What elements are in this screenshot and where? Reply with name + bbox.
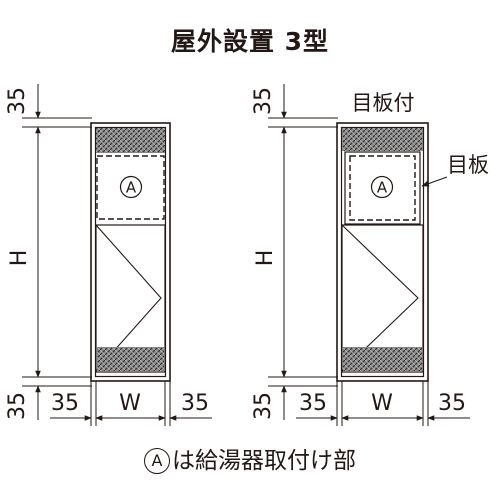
right-vertical-dimension (268, 84, 338, 420)
right-top-dim: 35 (251, 87, 276, 115)
right-heater-area (349, 155, 416, 221)
right-cover-plate (344, 151, 421, 225)
left-drawing (22, 84, 212, 426)
right-horizontal-dimension (296, 381, 470, 426)
left-bottom-dim: 35 (5, 392, 30, 420)
left-horizontal-dimension (50, 381, 212, 426)
footnote-marker: A (144, 448, 170, 474)
right-door-swing (341, 224, 419, 372)
right-width-dim: W (371, 391, 393, 416)
right-bottom-louvre (343, 347, 422, 371)
left-height-dim: H (7, 250, 32, 267)
left-heater-marker: A (126, 179, 137, 197)
left-outer-frame (90, 122, 171, 382)
left-heater-marker-circle (119, 175, 143, 199)
left-left-dim: 35 (51, 391, 79, 416)
right-heater-marker-circle (370, 175, 394, 199)
left-width-dim: W (119, 391, 141, 416)
left-heater-area (96, 155, 165, 220)
right-right-dim: 35 (438, 391, 466, 416)
left-inner-frame (94, 126, 167, 378)
footnote-text: は給湯器取付け部 (172, 448, 356, 474)
right-drawing (268, 84, 470, 426)
right-bottom-dim: 35 (251, 392, 276, 420)
right-height-dim: H (253, 250, 278, 267)
left-door (95, 224, 166, 373)
right-inner-frame (340, 126, 425, 378)
left-right-dim: 35 (181, 391, 209, 416)
diagram-title: 屋外設置 3型 (170, 27, 330, 56)
left-vertical-dimension (22, 84, 92, 420)
right-outer-frame (336, 122, 429, 382)
right-top-louvre (342, 128, 423, 151)
cover-plate-label: 目板 (447, 153, 489, 177)
left-top-louvre (96, 128, 165, 153)
left-bottom-louvre (97, 347, 164, 371)
right-door (341, 224, 424, 373)
cover-plate-attached-label: 目板付 (352, 91, 415, 115)
left-top-dim: 35 (5, 87, 30, 115)
left-door-swing (95, 224, 162, 372)
cover-plate-leader (421, 176, 448, 187)
right-heater-marker: A (377, 179, 388, 197)
right-left-dim: 35 (299, 391, 327, 416)
